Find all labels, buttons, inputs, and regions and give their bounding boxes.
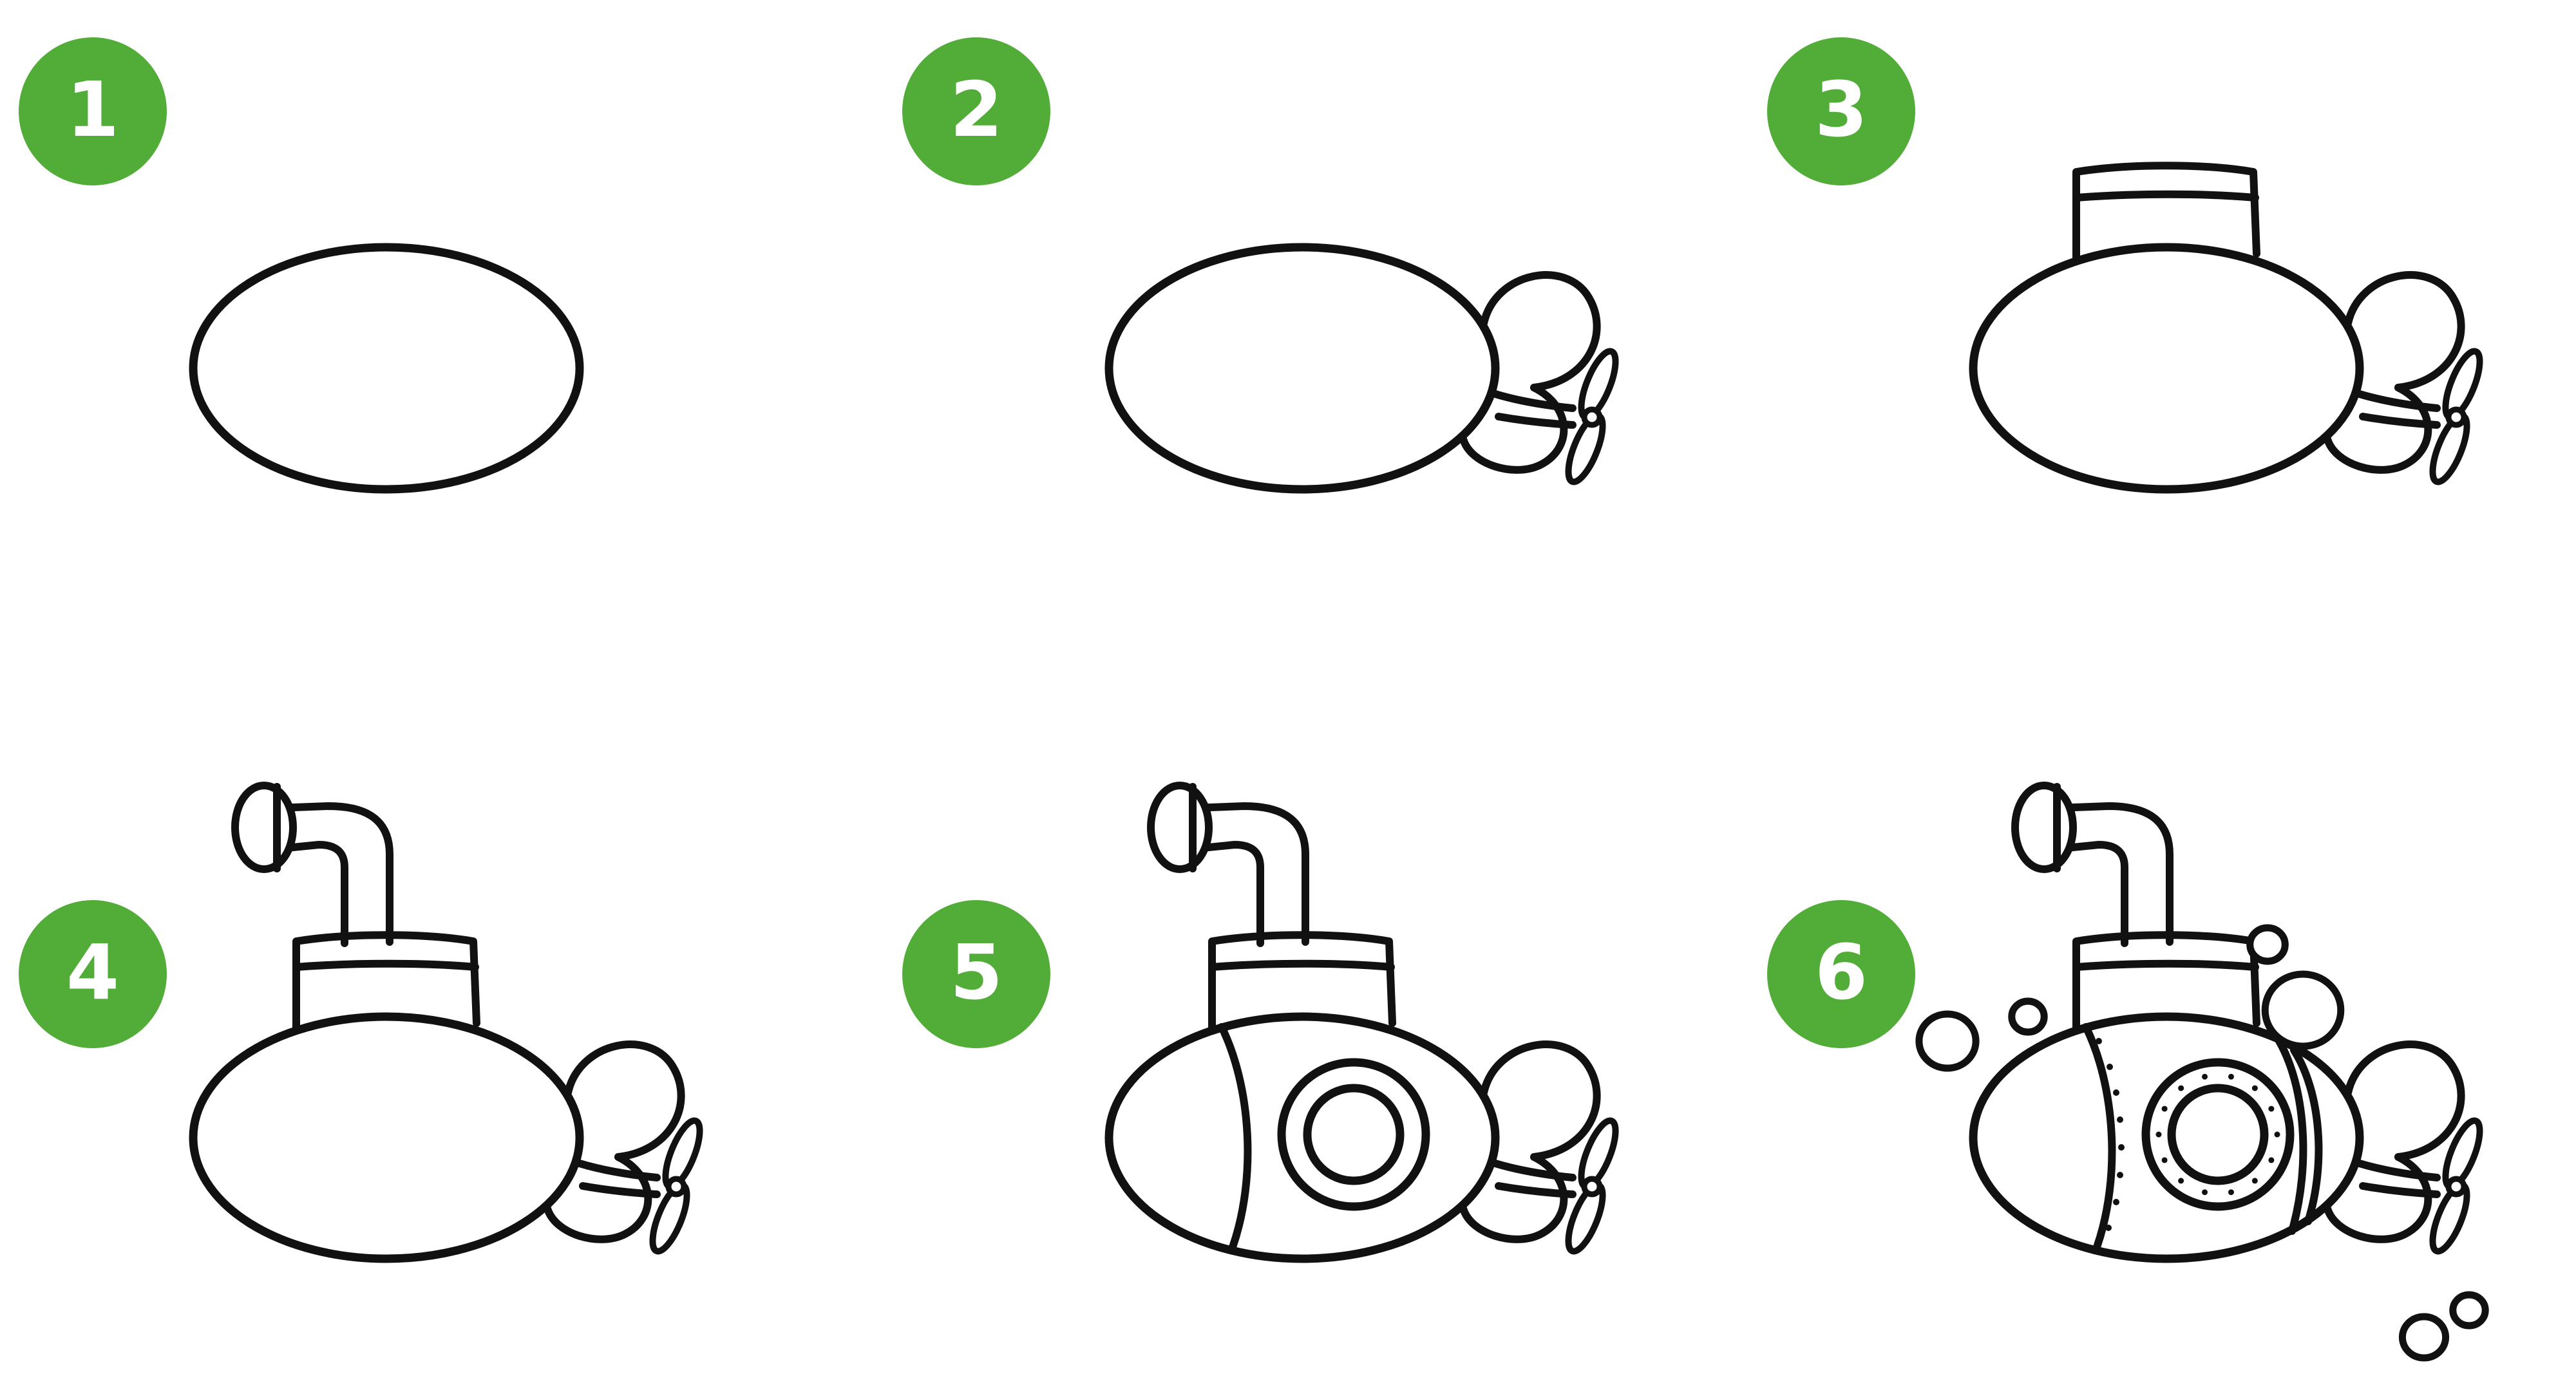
submarine-body (189, 243, 584, 494)
rivet-porthole-12 (2228, 1073, 2234, 1080)
propeller-shaft-upper (1492, 1160, 1577, 1181)
propeller-hub (2445, 406, 2467, 428)
propeller-shaft-lower (2359, 1182, 2441, 1198)
step-badge-3: 3 (1767, 37, 1915, 185)
propeller-hub (665, 1176, 687, 1198)
rivet-porthole-10 (2178, 1085, 2184, 1091)
rivet-nose-8 (2105, 1225, 2112, 1231)
rivet-nose-5 (2118, 1144, 2125, 1151)
rivet-porthole-7 (2161, 1157, 2168, 1163)
step-badge-2: 2 (902, 37, 1050, 185)
nose-seam (2082, 1023, 2116, 1251)
periscope-head (231, 782, 297, 873)
periscope-pipe-outer (2053, 802, 2174, 946)
propeller-shaft-upper (2356, 1160, 2441, 1181)
step-badge-1: 1 (19, 37, 167, 185)
submarine-body (189, 1012, 584, 1263)
periscope-pipe-inner (1186, 841, 1264, 947)
bubble-2 (2008, 997, 2048, 1036)
rivet-porthole-14 (2268, 1105, 2275, 1112)
periscope-pipe-inner (2050, 841, 2128, 947)
bubble-1 (1915, 1010, 1980, 1072)
propeller-hub (1581, 1176, 1603, 1198)
rear-seam-outer (2275, 1037, 2307, 1235)
periscope-pipe-inner (270, 841, 348, 947)
step-badge-5: 5 (902, 900, 1050, 1048)
rivet-porthole-1 (2274, 1131, 2280, 1138)
submarine-step-4 (189, 782, 703, 1263)
rear-seam-inner (2290, 1046, 2323, 1225)
rivet-nose-2 (2107, 1064, 2113, 1070)
tail-fin-upper (2344, 271, 2465, 391)
periscope-head (1147, 782, 1213, 873)
rivet-nose-7 (2113, 1199, 2119, 1205)
step-number-4: 4 (66, 928, 120, 1017)
step-number-2: 2 (949, 65, 1003, 154)
step-number-6: 6 (1814, 928, 1868, 1017)
rivet-porthole-5 (2202, 1189, 2208, 1196)
rivet-porthole-11 (2202, 1073, 2208, 1080)
rivet-nose-4 (2117, 1116, 2123, 1123)
periscope-pipe-outer (1189, 802, 1309, 946)
tail-fin-upper (564, 1040, 685, 1161)
propeller-shaft-lower (2359, 413, 2441, 429)
step-number-5: 5 (949, 928, 1003, 1017)
rivet-porthole-13 (2251, 1085, 2258, 1091)
submarine-step-5 (1104, 782, 1619, 1263)
tail-fin-upper (1480, 1040, 1601, 1161)
tower-outline (2072, 162, 2260, 263)
propeller-shaft-lower (1495, 413, 1577, 429)
propeller-shaft-upper (576, 1160, 661, 1181)
propeller-hub (1581, 406, 1603, 428)
rivet-porthole-8 (2155, 1131, 2162, 1138)
rivet-porthole-6 (2178, 1178, 2184, 1184)
propeller-shaft-upper (1492, 390, 1577, 412)
propeller-shaft-lower (1495, 1182, 1577, 1198)
rivet-nose-6 (2117, 1172, 2123, 1178)
porthole-inner (2167, 1084, 2269, 1185)
propeller-shaft-lower (579, 1182, 661, 1198)
tower-band (1208, 959, 1395, 971)
periscope-pipe-outer (273, 802, 393, 946)
submarine-step-3 (1969, 162, 2483, 494)
nose-seam (1218, 1023, 1252, 1251)
step-number-1: 1 (66, 65, 120, 154)
propeller-hub (2445, 1176, 2467, 1198)
rivet-porthole-4 (2228, 1189, 2234, 1196)
rivet-nose-1 (2096, 1038, 2102, 1044)
periscope-head (2011, 782, 2077, 873)
tail-fin-upper (2344, 1040, 2465, 1161)
bubble-6 (2449, 1291, 2489, 1330)
submarine-step-6 (1915, 782, 2489, 1362)
tail-fin-upper (1480, 271, 1601, 391)
bubble-5 (2398, 1313, 2450, 1362)
porthole-inner (1303, 1084, 1405, 1185)
bubble-4 (2261, 970, 2345, 1050)
submarine-body (1969, 243, 2364, 494)
rivet-porthole-9 (2161, 1105, 2168, 1112)
tower-band (2072, 959, 2259, 971)
tower-band (292, 959, 479, 971)
tower-band (2072, 190, 2259, 202)
rivet-porthole-2 (2268, 1157, 2275, 1163)
bubble-3 (2246, 924, 2289, 965)
step-badge-4: 4 (19, 900, 167, 1048)
submarine-step-1 (189, 243, 584, 494)
step-number-3: 3 (1814, 65, 1868, 154)
submarine-body (1104, 243, 1500, 494)
submarine-step-2 (1104, 243, 1619, 494)
step-badge-6: 6 (1767, 900, 1915, 1048)
propeller-shaft-upper (2356, 390, 2441, 412)
rivet-nose-3 (2113, 1089, 2119, 1096)
rivet-porthole-3 (2251, 1178, 2258, 1184)
